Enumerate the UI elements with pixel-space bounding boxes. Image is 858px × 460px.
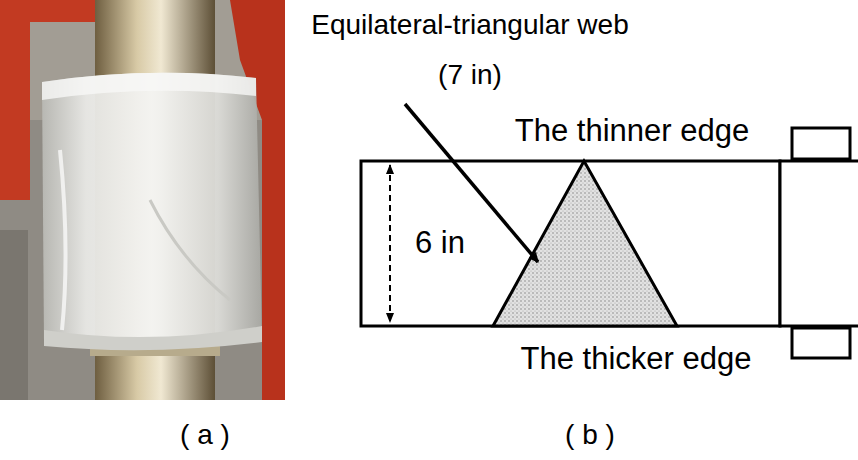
callout-label: Equilateral-triangular web (7 in) [310, 0, 630, 100]
edge-label: The thinner edge [515, 112, 749, 149]
panel-label: ( b ) [565, 418, 615, 452]
edge-label: The thicker edge [521, 340, 752, 377]
photo [0, 0, 285, 400]
web-schematic [361, 104, 858, 358]
panel-label: ( a ) [180, 418, 230, 452]
dimension-label: 6 in [415, 224, 465, 261]
